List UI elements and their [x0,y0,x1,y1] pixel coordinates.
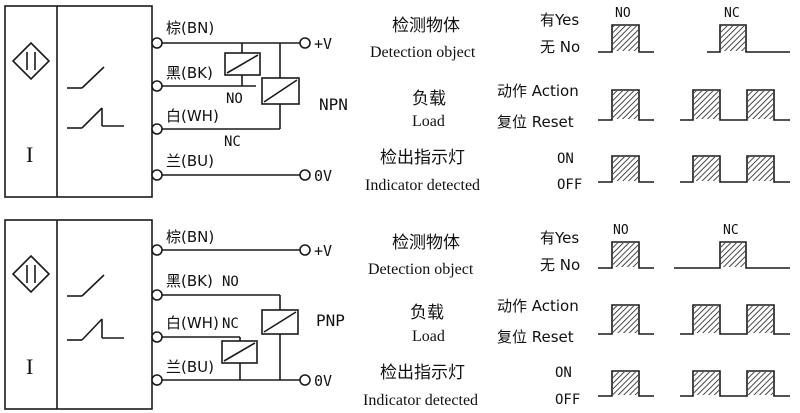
pnp-col-nc: NC [723,223,739,238]
npn-type-label: NPN [319,95,348,114]
npn-detection-zh: 检测物体 [392,16,460,36]
npn-detection-no: 无 No [540,38,580,56]
npn-timing-table: 检测物体 Detection object 有Yes 无 No NO NC 负载… [365,6,790,194]
npn-sensor-body [4,5,153,198]
npn-wire-blue: 兰(BU) [166,152,214,170]
npn-indicator-en: Indicator detected [365,177,480,194]
pnp-indicator-on: ON [555,365,572,381]
pnp-load-action: 动作 Action [497,297,579,315]
relay-coil-icon [261,77,300,105]
pnp-labels: I 棕(BN) 黑(BK) 白(WH) 兰(BU) +V 0V NO NC PN… [26,228,345,390]
pnp-timing-table: 检测物体 Detection object 有Yes 无 No NO NC 负载… [363,223,790,409]
npn-contact-no: NO [226,91,243,107]
pnp-supply-plus: +V [314,242,332,260]
pnp-detection-en: Detection object [368,261,474,278]
pnp-type-label: PNP [316,311,345,330]
npn-supply-zero: 0V [314,167,332,185]
pnp-wire-black: 黑(BK) [166,272,213,290]
pnp-load-reset: 复位 Reset [497,328,574,346]
npn-col-nc: NC [724,6,740,21]
pnp-supply-zero: 0V [314,372,332,390]
relay-coil-icon [224,52,261,76]
npn-load-en: Load [412,113,445,130]
diamond-sensor-icon [11,41,51,81]
pnp-col-no: NO [613,223,629,238]
pnp-detection-yes: 有Yes [540,229,579,247]
npn-detection-yes: 有Yes [540,11,579,29]
npn-sensor-letter: I [26,142,33,167]
pnp-contact-no: NO [222,274,239,290]
pnp-wire-blue: 兰(BU) [166,358,214,376]
switch-contact-icon [67,66,124,129]
diamond-sensor-icon [11,254,51,294]
npn-load-action: 动作 Action [497,82,579,100]
npn-indicator-off: OFF [557,177,582,193]
pnp-load-en: Load [412,328,445,345]
pnp-sensor-letter: I [26,354,33,379]
relay-coil-icon [261,309,299,335]
pnp-load-zh: 负载 [410,303,444,323]
npn-labels: I 棕(BN) 黑(BK) 白(WH) 兰(BU) +V 0V NO NC NP… [26,19,348,185]
pnp-contact-nc: NC [222,316,239,332]
npn-indicator-zh: 检出指示灯 [380,148,465,168]
switch-contact-icon [67,274,124,341]
pnp-panel [4,219,311,410]
pnp-detection-no: 无 No [540,256,580,274]
relay-coil-icon [221,340,258,364]
pnp-indicator-zh: 检出指示灯 [380,363,465,383]
pnp-indicator-off: OFF [555,392,580,408]
pnp-sensor-body [4,219,153,410]
pnp-wire-brown: 棕(BN) [166,228,214,246]
pnp-indicator-en: Indicator detected [363,392,478,409]
npn-detection-en: Detection object [370,44,476,61]
npn-indicator-on: ON [557,151,574,167]
npn-wire-black: 黑(BK) [166,64,213,82]
npn-supply-plus: +V [314,35,332,53]
pnp-detection-zh: 检测物体 [392,233,460,253]
pnp-wire-white: 白(WH) [166,314,219,332]
npn-load-reset: 复位 Reset [497,113,574,131]
npn-panel [4,5,311,198]
npn-load-zh: 负载 [412,89,446,109]
npn-wire-white: 白(WH) [166,107,219,125]
npn-wire-brown: 棕(BN) [166,19,214,37]
npn-contact-nc: NC [224,134,241,150]
npn-col-no: NO [615,6,631,21]
